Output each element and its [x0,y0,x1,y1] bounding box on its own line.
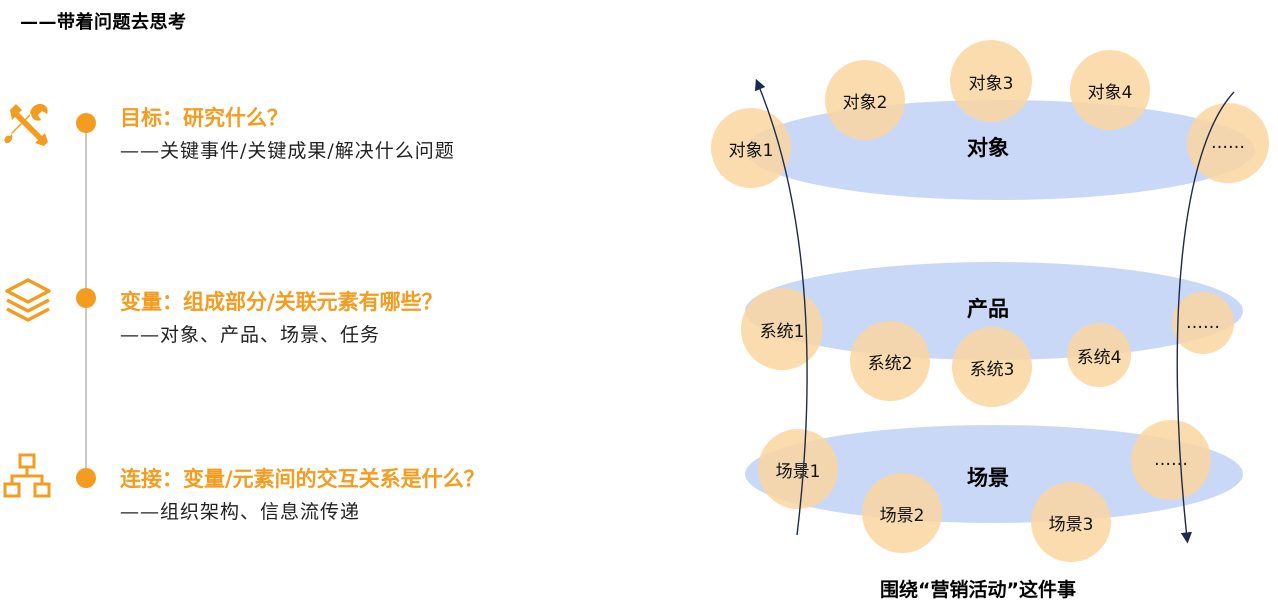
tools-icon [4,104,48,146]
item-heading-3: 连接：变量/元素间的交互关系是什么？ [120,467,485,491]
node-scene-more: …… [1131,420,1211,500]
down-arrow [1176,91,1235,544]
layer-label-scenes: 场景 [967,466,1009,490]
node-product-4: 系统4 [1067,323,1131,387]
timeline-dot-1 [76,113,96,133]
item-heading-1: 目标：研究什么？ [120,106,288,130]
layer-label-objects: 对象 [967,136,1009,160]
up-arrow [754,78,808,536]
node-object-2: 对象2 [825,60,905,140]
item-desc-3: ——组织架构、信息流传递 [120,501,361,523]
page-title: ——带着问题去思考 [20,12,187,33]
node-product-2: 系统2 [850,321,930,401]
node-scene-3: 场景3 [1031,482,1111,562]
node-product-3: 系统3 [952,327,1032,407]
node-product-more: …… [1172,292,1234,354]
timeline-dot-2 [76,288,96,308]
layer-diagram: 对象1 对象2 对象3 对象4 …… 系统1 系统2 系统3 系统4 …… 场景… [700,30,1278,616]
org-chart-icon [3,453,51,498]
node-product-1: 系统1 [741,288,823,370]
flow-arrows [754,78,1235,544]
item-heading-2: 变量：组成部分/关联元素有哪些？ [120,290,443,314]
layers-icon [5,278,51,322]
node-object-4: 对象4 [1070,50,1150,130]
timeline-dot-3 [76,468,96,488]
item-desc-1: ——关键事件/关键成果/解决什么问题 [120,140,455,162]
node-scene-1: 场景1 [758,429,838,509]
node-object-3: 对象3 [950,40,1032,122]
node-scene-2: 场景2 [862,473,942,553]
item-desc-2: ——对象、产品、场景、任务 [120,324,381,346]
diagram-caption: 围绕“营销活动”这件事 [880,579,1076,601]
node-object-1: 对象1 [711,108,791,188]
node-object-more: …… [1187,103,1269,183]
layer-label-products: 产品 [967,297,1009,321]
